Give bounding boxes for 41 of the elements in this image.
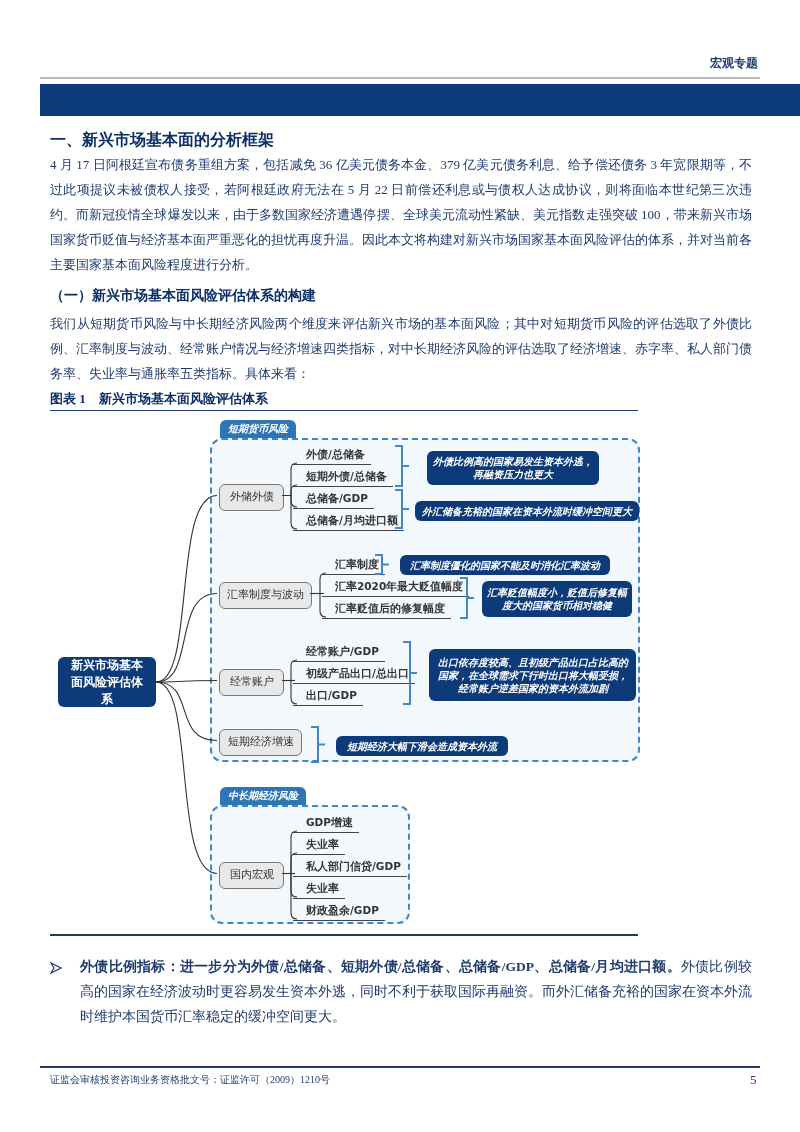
- category-box: 国内宏观: [219, 862, 284, 889]
- note-box: 短期经济大幅下滑会造成资本外流: [336, 736, 508, 756]
- connector-line: [155, 679, 218, 683]
- section-tag: 宏观专题: [710, 54, 758, 72]
- indicator-label: 汇率2020年最大贬值幅度: [322, 577, 470, 597]
- connector-line: [155, 681, 218, 742]
- indicator-label: 短期外债/总储备: [293, 467, 393, 487]
- panel-tab: 短期货币风险: [220, 420, 296, 438]
- category-box: 短期经济增速: [219, 729, 302, 756]
- subsection-heading: （一）新兴市场基本面风险评估体系的构建: [50, 287, 316, 305]
- category-box: 汇率制度与波动: [219, 582, 312, 609]
- indicator-label: 财政盈余/GDP: [293, 901, 385, 921]
- indicator-label: 汇率制度: [322, 555, 385, 575]
- connector-line: [155, 681, 218, 875]
- indicator-label: 失业率: [293, 879, 345, 899]
- section-heading: 一、新兴市场基本面的分析框架: [50, 130, 274, 150]
- paragraph: 我们从短期货币风险与中长期经济风险两个维度来评估新兴市场的基本面风险；其中对短期货币风险的评估选取了外债比例、汇率制度与波动、经常账户情况与经济增速四类指标，对中长期经济风险的评估选取了经济增速、赤字率、私人部门债务率、失业率与通胀率五类指标。具体来看：: [50, 315, 752, 383]
- panel-tab: 中长期经济风险: [220, 787, 306, 805]
- indicator-label: 总储备/GDP: [293, 489, 374, 509]
- paragraph: 4 月 17 日阿根廷宣布债务重组方案，包括减免 36 亿美元债务本金、379 亿美元债务利息、给予偿还债务 3 年宽限期等，不过此项提议未被债权人接受，若阿根廷政府无法在 5 月 22 日前偿还利息或与债权人达成协议，则将面临本世纪第三次违约。而新冠疫情全球爆发以来，由于多数国家经济遭遇停摆、全球美元流动性紧缺、美元指数走强突破 100，带来新兴市场国家货币贬值与经济基本面严重恶化的担忧再度升温。因此本文将构建对新兴市场国家基本面风险评估的体系，并对当前各主要国家基本面风险程度进行分析。: [50, 156, 752, 274]
- indicator-label: 总储备/月均进口额: [293, 511, 404, 531]
- note-box: 外债比例高的国家易发生资本外逃，再融资压力也更大: [427, 451, 599, 485]
- note-box: 汇率贬值幅度小，贬值后修复幅度大的国家货币相对稳健: [482, 581, 632, 617]
- figure-title: 图表 1 新兴市场基本面风险评估体系: [50, 390, 268, 408]
- footer-note: 证监会审核投资咨询业务资格批文号：证监许可（2009）1210号: [50, 1073, 330, 1087]
- indicator-label: 私人部门信贷/GDP: [293, 857, 407, 877]
- category-box: 外储外债: [219, 484, 284, 511]
- indicator-label: 出口/GDP: [293, 686, 363, 706]
- indicator-label: 初级产品出口/总出口: [293, 664, 415, 684]
- note-box: 汇率制度僵化的国家不能及时消化汇率波动: [400, 555, 610, 575]
- bullet-paragraph: 外债比例指标：进一步分为外债/总储备、短期外债/总储备、总储备/GDP、总储备/月均进口额。外债比例较高的国家在经济波动时更容易发生资本外逃，同时不利于获取国际再融资。而外汇储备充裕的国家在资本外流时维护本国货币汇率稳定的缓冲空间更大。: [80, 958, 752, 1026]
- category-box: 经常账户: [219, 669, 284, 696]
- indicator-label: 失业率: [293, 835, 345, 855]
- note-box: 外汇储备充裕的国家在资本外流时缓冲空间更大: [415, 501, 639, 521]
- indicator-label: 外债/总储备: [293, 445, 371, 465]
- indicator-label: 汇率贬值后的修复幅度: [322, 599, 451, 619]
- indicator-label: 经常账户/GDP: [293, 642, 385, 662]
- indicator-label: GDP增速: [293, 813, 360, 833]
- page-number: 5: [750, 1071, 757, 1089]
- note-box: 出口依存度较高、且初级产品出口占比高的国家，在全球需求下行时出口将大幅受损，经常账户逆差国家的资本外流加剧: [429, 649, 636, 701]
- root-box: 新兴市场基本面风险评估体系: [58, 657, 156, 707]
